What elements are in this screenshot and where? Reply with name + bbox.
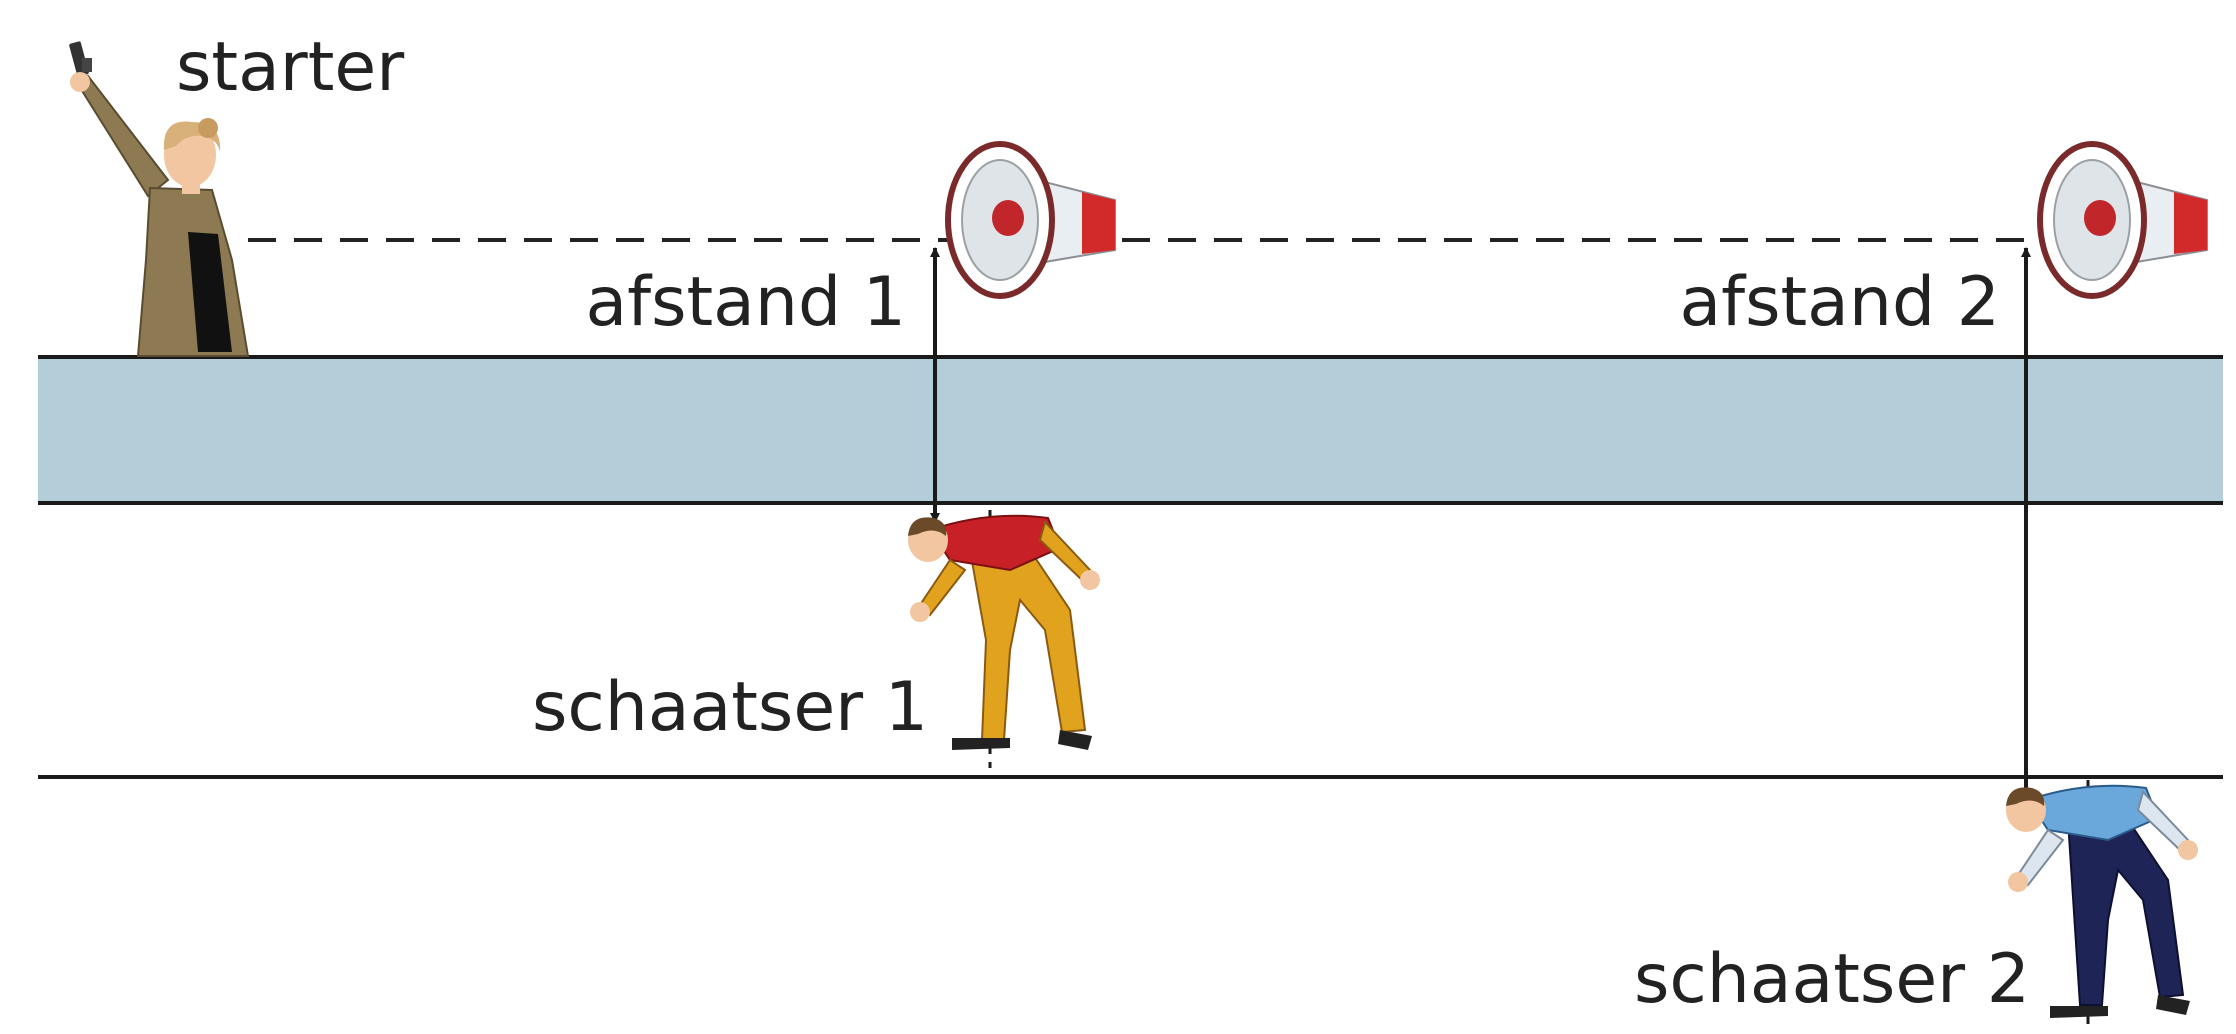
ice-lane: [38, 357, 2223, 501]
megaphone-icon: [945, 141, 1116, 299]
megaphone-icon: [2037, 141, 2208, 299]
label-distance-2: afstand 2: [1679, 263, 2000, 342]
label-skater-1: schaatser 1: [532, 668, 928, 747]
starter-figure: [69, 41, 250, 357]
skater-2-figure: [2006, 780, 2198, 1030]
skater-1-figure: [908, 510, 1100, 768]
pistol-icon: [69, 41, 92, 77]
label-starter: starter: [176, 28, 404, 107]
label-skater-2: schaatser 2: [1634, 940, 2030, 1019]
label-distance-1: afstand 1: [585, 263, 906, 342]
